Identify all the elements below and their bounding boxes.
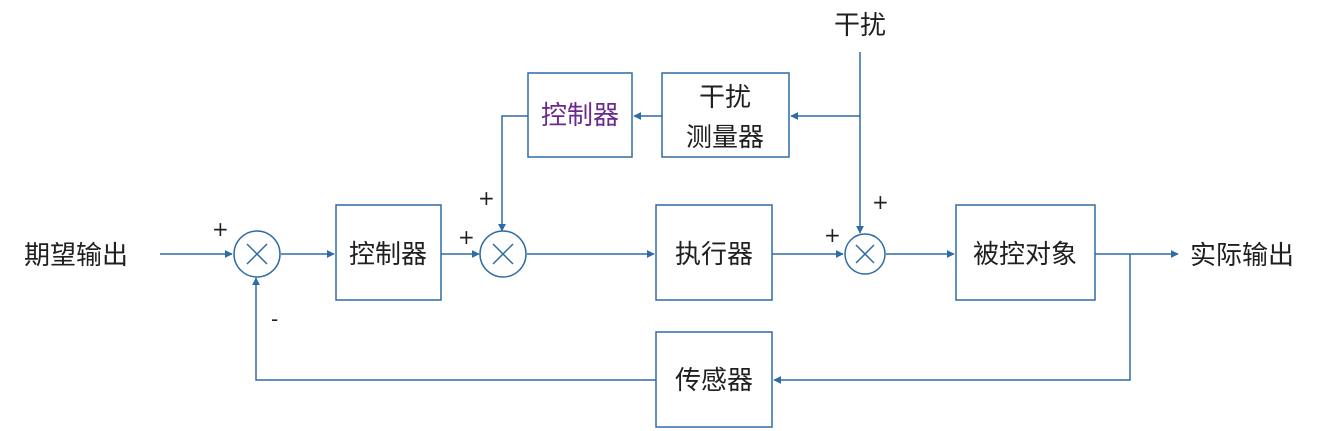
block-plant: 被控对象 [955,204,1096,301]
line-output-to-sensor [773,254,1131,384]
sign-sum1-input: + [212,217,229,241]
block-main-controller: 控制器 [335,204,442,301]
sign-sum3-main: + [824,223,841,247]
main-controller-label: 控制器 [349,240,427,270]
sign-sum2-feedforward: + [478,186,495,210]
sign-sum2-main: + [458,225,475,249]
block-actuator: 执行器 [655,204,773,301]
sign-sum3-disturbance: + [872,190,889,214]
plant-label: 被控对象 [973,240,1077,270]
line-sensor-to-sum1 [252,277,656,381]
sensor-label: 传感器 [675,366,753,396]
summing-junction-1 [233,230,281,278]
actual-output-label: 实际输出 [1190,241,1294,271]
line-ff-controller-to-sum2 [498,115,528,232]
connection-lines [160,52,1179,384]
sign-sum1-feedback: - [271,307,278,331]
summing-junction-2 [479,230,527,278]
disturbance-meter-label-line1: 干扰 [699,83,751,113]
block-sensor: 传感器 [655,331,773,428]
desired-output-label: 期望输出 [24,241,128,271]
block-disturbance-meter: 干扰 测量器 [661,72,790,158]
disturbance-label: 干扰 [834,11,886,41]
disturbance-meter-label-line2: 测量器 [686,123,764,153]
actuator-label: 执行器 [675,240,753,270]
block-feedforward-controller: 控制器 [527,72,633,158]
summing-junction-3 [844,233,886,275]
feedforward-controller-label: 控制器 [541,101,619,131]
